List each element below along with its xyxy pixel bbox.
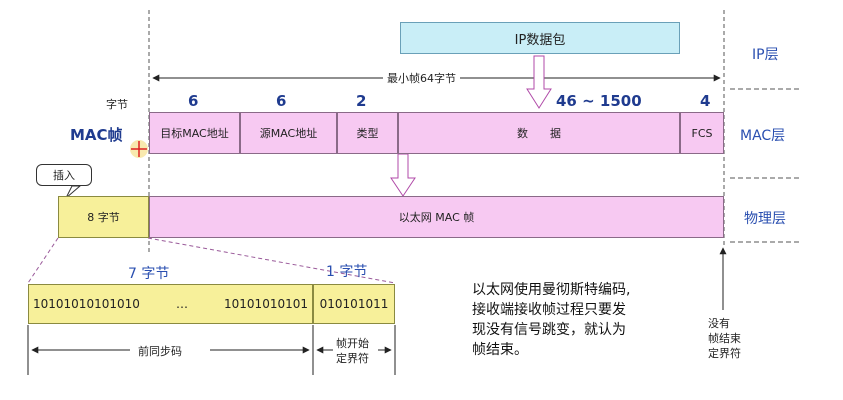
bytes-label: 字节 xyxy=(106,98,128,111)
sfd-bits: 010101011 xyxy=(319,297,389,311)
min-frame-label: 最小帧64字节 xyxy=(383,70,460,86)
size-fcs: 4 xyxy=(700,92,711,110)
field-data-label: 数 据 xyxy=(517,127,561,140)
field-fcs: FCS xyxy=(680,112,724,154)
preamble-8-bytes-box: 8 字节 xyxy=(58,196,149,238)
layer-mac: MAC层 xyxy=(740,128,786,144)
size-src: 6 xyxy=(276,92,287,110)
field-type: 类型 xyxy=(337,112,398,154)
explanation-line-3: 现没有信号跳变，就认为 xyxy=(472,322,626,338)
preamble-bits-b: 10101010101 xyxy=(224,297,308,311)
ip-packet-box: IP数据包 xyxy=(400,22,680,54)
insert-pointer xyxy=(65,185,82,199)
layer-ip: IP层 xyxy=(752,47,779,63)
field-fcs-label: FCS xyxy=(691,126,713,140)
sfd-label-line-2: 定界符 xyxy=(336,352,369,365)
down-arrow-mac xyxy=(390,153,416,197)
down-arrow-ip xyxy=(526,55,552,109)
field-dest-mac: 目标MAC地址 xyxy=(149,112,240,154)
sfd-label-line-1: 帧开始 xyxy=(336,337,369,350)
field-src-label: 源MAC地址 xyxy=(259,127,318,140)
field-src-mac: 源MAC地址 xyxy=(240,112,337,154)
preamble-bits-a: 10101010101010 xyxy=(33,297,140,311)
frame-end-line-1: 没有 xyxy=(708,317,730,330)
ethernet-frame-label: 以太网 MAC 帧 xyxy=(398,211,475,224)
one-byte-label: 1 字节 xyxy=(326,264,368,280)
field-data: 数 据 xyxy=(398,112,680,154)
eight-bytes-label: 8 字节 xyxy=(87,211,120,224)
size-data: 46 ~ 1500 xyxy=(556,92,642,110)
zoom-line-left xyxy=(27,237,59,284)
explanation-line-2: 接收端接收帧过程只要发 xyxy=(472,302,626,318)
size-dest: 6 xyxy=(188,92,199,110)
insert-label: 插入 xyxy=(53,169,75,182)
explanation-text: 以太网使用曼彻斯特编码, 接收端接收帧过程只要发 现没有信号跳变，就认为 帧结束… xyxy=(472,280,630,360)
frame-end-note: 没有 帧结束 定界符 xyxy=(708,316,741,361)
preamble-ellipsis: … xyxy=(175,297,188,311)
layer-phy: 物理层 xyxy=(744,211,786,227)
seven-bytes-label: 7 字节 xyxy=(128,266,170,282)
sfd-bits-box: 010101011 xyxy=(313,284,395,324)
size-type: 2 xyxy=(356,92,367,110)
explanation-line-4: 帧结束。 xyxy=(472,342,528,358)
preamble-bits-box: 10101010101010 … 10101010101 xyxy=(28,284,313,324)
ip-packet-label: IP数据包 xyxy=(514,32,566,48)
insert-callout: 插入 xyxy=(36,164,92,186)
field-dest-label: 目标MAC地址 xyxy=(160,127,229,140)
sfd-label: 帧开始 定界符 xyxy=(336,336,369,366)
field-type-label: 类型 xyxy=(356,127,379,140)
mac-frame-label: MAC帧 xyxy=(70,126,123,144)
preamble-label: 前同步码 xyxy=(138,345,182,358)
ethernet-mac-frame-box: 以太网 MAC 帧 xyxy=(149,196,724,238)
frame-end-line-3: 定界符 xyxy=(708,347,741,360)
frame-end-line-2: 帧结束 xyxy=(708,332,741,345)
explanation-line-1: 以太网使用曼彻斯特编码, xyxy=(472,282,631,298)
